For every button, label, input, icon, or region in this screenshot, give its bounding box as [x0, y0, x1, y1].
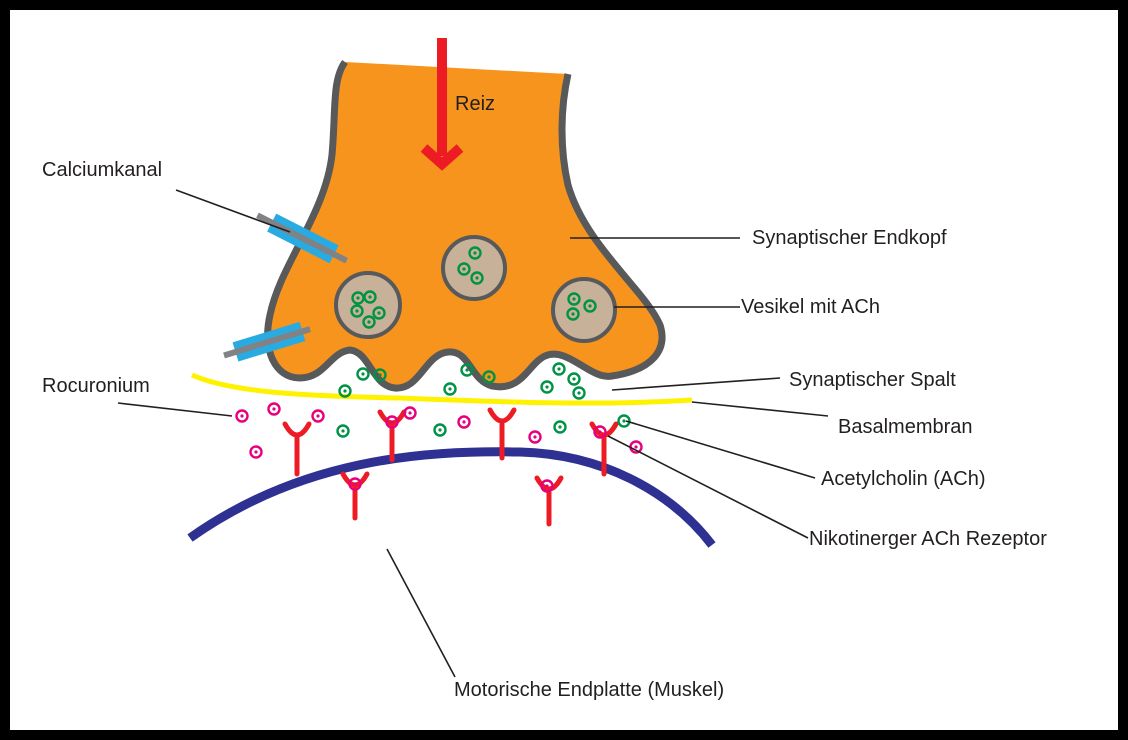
- leader-line-acetylcholin: [626, 421, 815, 478]
- motor-end-plate: [190, 452, 712, 545]
- rocuronium-molecule: [459, 417, 470, 428]
- acetylcholine-molecule: [358, 369, 369, 380]
- leader-line-endplatte: [387, 549, 455, 677]
- acetylcholine-molecule: [445, 384, 456, 395]
- label-calciumkanal: Calciumkanal: [42, 159, 162, 181]
- rocuronium-molecule: [269, 404, 280, 415]
- label-acetylcholin: Acetylcholin (ACh): [821, 468, 986, 490]
- rocuronium-molecule: [530, 432, 541, 443]
- label-synaptischer-spalt: Synaptischer Spalt: [789, 369, 956, 391]
- rocuronium-molecule: [313, 411, 324, 422]
- label-rocuronium: Rocuronium: [42, 375, 150, 397]
- label-basalmembran: Basalmembran: [838, 416, 973, 438]
- acetylcholine-molecule: [555, 422, 566, 433]
- label-synaptischer-endkopf: Synaptischer Endkopf: [752, 227, 947, 249]
- label-endplatte: Motorische Endplatte (Muskel): [454, 679, 724, 701]
- nicotinic-receptor: [343, 474, 367, 518]
- leader-line-basalmembran: [692, 402, 828, 416]
- acetylcholine-molecule: [338, 426, 349, 437]
- vesicle: [553, 279, 615, 341]
- rocuronium-molecule: [251, 447, 262, 458]
- leader-line-rocuronium: [118, 403, 232, 416]
- leader-line-spalt: [612, 378, 780, 390]
- acetylcholine-molecule: [554, 364, 565, 375]
- nicotinic-receptor: [380, 412, 404, 460]
- label-reiz: Reiz: [455, 93, 495, 115]
- acetylcholine-molecule: [569, 374, 580, 385]
- vesicle: [443, 237, 505, 299]
- nicotinic-receptor: [285, 424, 309, 474]
- acetylcholine-molecule: [574, 388, 585, 399]
- acetylcholine-molecule: [435, 425, 446, 436]
- leader-line-calciumkanal: [176, 190, 290, 232]
- label-vesikel: Vesikel mit ACh: [741, 296, 880, 318]
- label-rezeptor: Nikotinerger ACh Rezeptor: [809, 528, 1047, 550]
- rocuronium-molecule: [237, 411, 248, 422]
- acetylcholine-molecule: [542, 382, 553, 393]
